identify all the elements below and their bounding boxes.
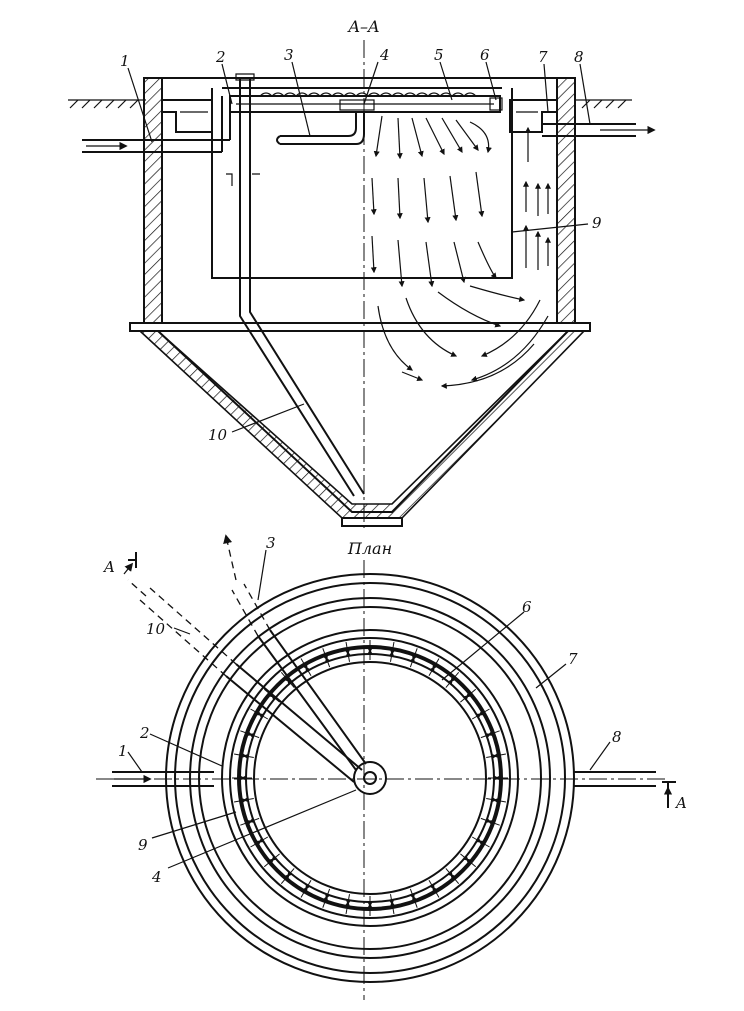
callout-2: 2 xyxy=(215,48,226,66)
radial-arrow xyxy=(389,650,394,662)
callout-9: 9 xyxy=(592,214,602,232)
radial-arrow xyxy=(242,754,254,759)
callout-4: 4 xyxy=(379,46,390,64)
callout-6: 6 xyxy=(480,46,490,64)
plan-title: План xyxy=(347,539,392,558)
cut-label-right: A xyxy=(674,794,687,812)
radial-arrow xyxy=(445,868,453,877)
cut-label-left: A xyxy=(102,558,115,576)
plan-callouts: 1 2 3 4 6 7 8 9 10 xyxy=(118,534,622,886)
radial-arrow xyxy=(480,817,492,823)
plan-callout-2: 2 xyxy=(139,724,150,742)
radial-arrow xyxy=(271,695,280,703)
outlet-pipe xyxy=(542,123,656,137)
radial-arrow xyxy=(346,894,351,906)
radial-arrow xyxy=(460,695,469,703)
callout-5: 5 xyxy=(434,46,444,64)
radial-arrow xyxy=(389,894,394,906)
tank-wall xyxy=(129,77,591,527)
plan-circles xyxy=(165,573,575,983)
section-callouts: 1 2 3 4 5 6 7 8 9 10 xyxy=(120,46,602,444)
plan-callout-6: 6 xyxy=(522,598,532,616)
plan-callout-9: 9 xyxy=(138,836,148,854)
central-well xyxy=(211,87,513,279)
radial-arrow xyxy=(460,853,469,861)
radial-arrow xyxy=(325,656,331,668)
radial-arrow xyxy=(242,797,254,802)
callout-7: 7 xyxy=(538,48,548,66)
callout-1: 1 xyxy=(120,52,130,70)
radial-arrow xyxy=(258,836,269,843)
radial-arrow xyxy=(445,679,453,688)
radial-flow-arrows xyxy=(232,640,508,916)
flow-arrows xyxy=(370,115,551,389)
radial-arrow xyxy=(287,868,295,877)
callout-8: 8 xyxy=(574,48,584,66)
distribution-pipe xyxy=(276,112,365,145)
radial-arrow xyxy=(305,666,312,677)
radial-arrow xyxy=(480,733,492,739)
section-view: A–A xyxy=(68,17,656,528)
plan-callout-8: 8 xyxy=(612,728,622,746)
radial-arrow xyxy=(471,713,482,720)
sludge-pipe xyxy=(226,73,365,497)
radial-arrow xyxy=(287,679,295,688)
callout-10: 10 xyxy=(208,426,228,444)
plan-callout-3: 3 xyxy=(266,534,276,552)
ground-line xyxy=(68,99,632,109)
radial-arrow xyxy=(271,853,280,861)
plan-outlet-pipe xyxy=(574,771,656,787)
radial-arrow xyxy=(428,666,435,677)
plan-callout-10: 10 xyxy=(146,620,166,638)
callout-3: 3 xyxy=(284,46,294,64)
radial-arrow xyxy=(346,650,351,662)
radial-arrow xyxy=(471,836,482,843)
radial-arrow xyxy=(486,797,498,802)
radial-arrow xyxy=(428,879,435,890)
radial-arrow xyxy=(305,879,312,890)
section-cut-marker: A A xyxy=(102,552,687,812)
radial-arrow xyxy=(325,888,331,900)
plan-callout-4: 4 xyxy=(151,868,162,886)
radial-arrow xyxy=(486,754,498,759)
radial-arrow xyxy=(409,888,415,900)
radial-arrow xyxy=(248,733,260,739)
plan-bridge-pipes xyxy=(127,534,367,783)
inlet-pipe xyxy=(82,96,231,153)
plan-callout-1: 1 xyxy=(118,742,128,760)
plan-view: План xyxy=(96,534,687,1000)
radial-arrow xyxy=(258,713,269,720)
radial-arrow xyxy=(409,656,415,668)
section-title: A–A xyxy=(346,17,379,36)
radial-arrow xyxy=(248,817,260,823)
plan-callout-7: 7 xyxy=(568,650,578,668)
